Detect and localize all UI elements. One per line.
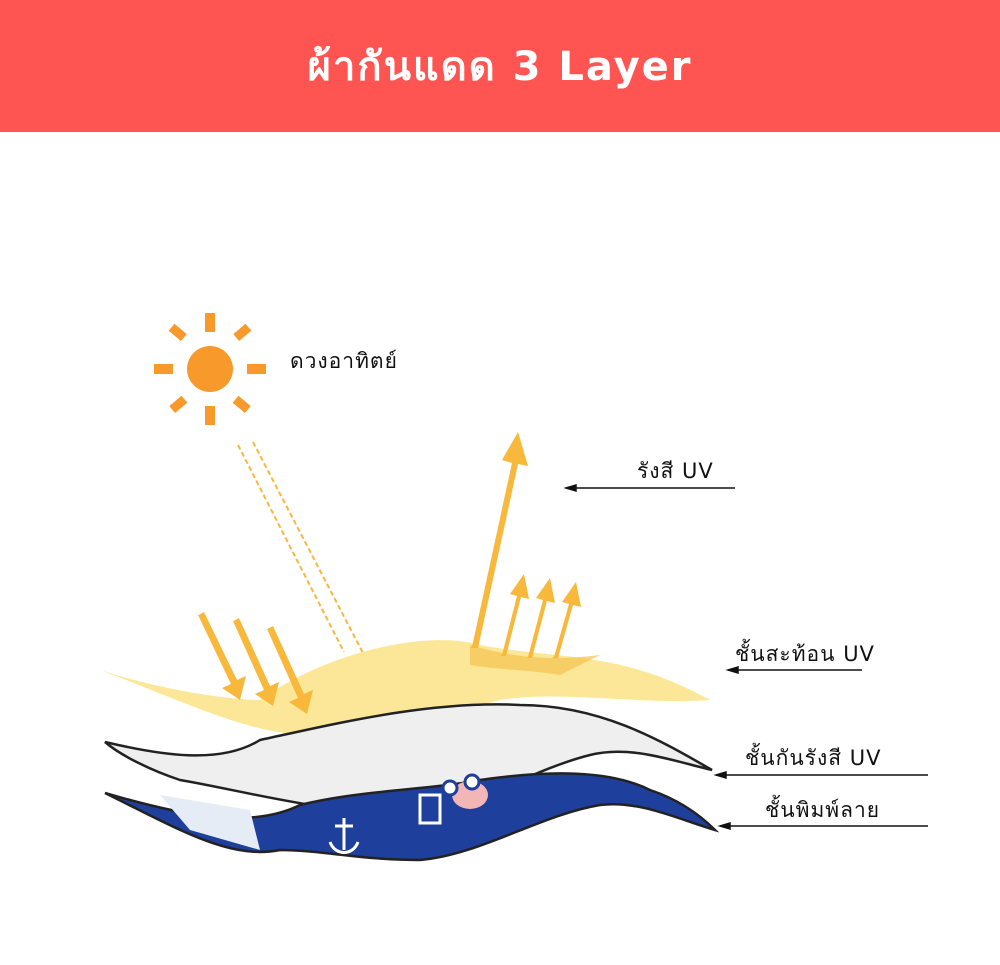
header-banner: ผ้ากันแดด 3 Layer xyxy=(0,0,1000,132)
reflected-uv-arrows-icon xyxy=(470,432,581,658)
fabric-layers-diagram: ดวงอาทิตย์ รังสี UV ชั้นสะท้อน UV ชั้นกั… xyxy=(0,132,1000,965)
incoming-uv-arrows-icon xyxy=(193,612,313,714)
uv-reflect-layer-label: ชั้นสะท้อน UV xyxy=(735,642,875,666)
incoming-light-dashed-icon xyxy=(237,441,365,656)
sun-icon xyxy=(154,313,266,425)
uv-block-layer-label: ชั้นกันรังสี UV xyxy=(745,746,882,770)
uv-rays-label: รังสี UV xyxy=(637,459,714,483)
sun-label: ดวงอาทิตย์ xyxy=(290,349,398,373)
print-layer-label: ชั้นพิมพ์ลาย xyxy=(765,798,881,822)
page-title: ผ้ากันแดด 3 Layer xyxy=(307,44,693,90)
anchor-icon xyxy=(328,818,360,854)
uv-block-layer-shape xyxy=(104,703,713,817)
print-layer-shape xyxy=(104,772,720,862)
